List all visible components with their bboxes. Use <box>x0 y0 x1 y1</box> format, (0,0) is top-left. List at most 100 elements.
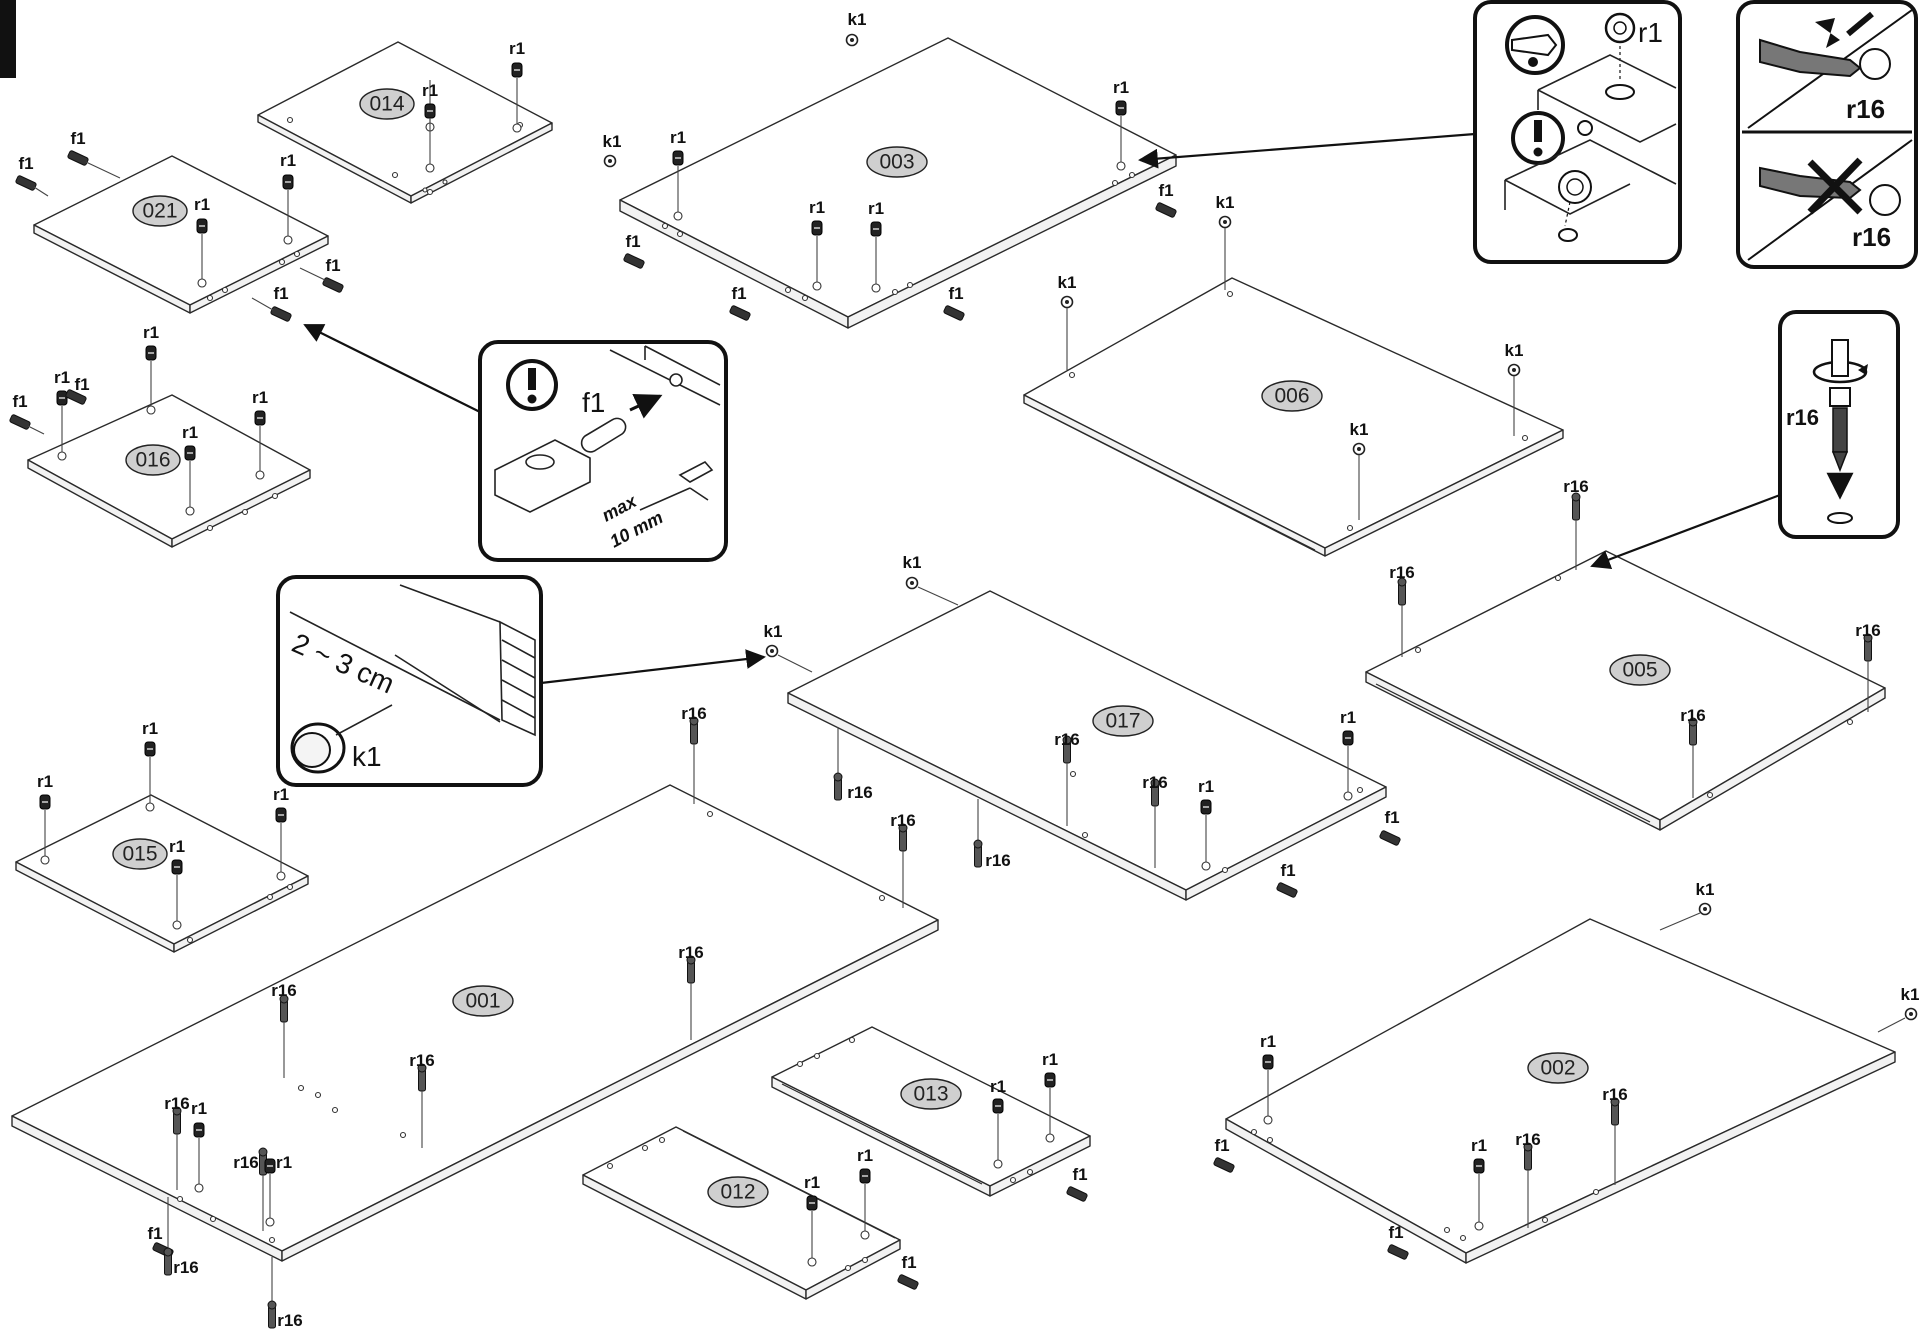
f1-label: f1 <box>273 284 288 303</box>
part-label-021: 021 <box>142 200 177 223</box>
r16-label: r16 <box>1389 563 1415 582</box>
r16-label: r16 <box>1563 477 1589 496</box>
callout-dowel-f1: f1 max 10 mm <box>478 340 728 562</box>
r16-label: r16 <box>678 943 704 962</box>
k1-label: k1 <box>1901 985 1920 1004</box>
r1-label: r1 <box>142 719 158 738</box>
r1-label: r1 <box>1340 708 1356 727</box>
r16-label: r16 <box>985 851 1011 870</box>
hardware-r1 <box>424 62 523 173</box>
part-label-003: 003 <box>879 151 914 174</box>
callout-glide-k1: 2 ~ 3 cm k1 <box>276 575 543 787</box>
panel-013: 013 r1 r1 f1 <box>771 1026 1091 1203</box>
f1-label: f1 <box>1158 181 1173 200</box>
r1-label: r1 <box>670 128 686 147</box>
f1-label: f1 <box>1388 1223 1403 1242</box>
r1-label: r1 <box>857 1146 873 1165</box>
r16-label: r16 <box>173 1258 199 1277</box>
f1-label: f1 <box>147 1224 162 1243</box>
part-label-017: 017 <box>1105 710 1140 733</box>
part-tag-014 <box>359 88 415 120</box>
dowel-hardware-label: f1 <box>582 387 605 418</box>
part-label-016: 016 <box>135 449 170 472</box>
panel-012: 012 r1 r1 f1 <box>582 1126 920 1300</box>
part-tag-003 <box>866 146 928 178</box>
cross-mark-icon <box>1807 157 1863 215</box>
r1-label: r1 <box>422 81 438 100</box>
part-label-014: 014 <box>369 93 404 116</box>
r16-label: r16 <box>1855 621 1881 640</box>
f1-label: f1 <box>1280 861 1295 880</box>
k1-label: k1 <box>603 132 622 151</box>
r1-label: r1 <box>1471 1136 1487 1155</box>
r1-label: r1 <box>1260 1032 1276 1051</box>
f1-label: f1 <box>74 375 89 394</box>
f1-label: f1 <box>18 154 33 173</box>
k1-label: k1 <box>1350 420 1369 439</box>
arrow-icon <box>1590 493 1781 569</box>
part-label-005: 005 <box>1622 659 1657 682</box>
r16-label: r16 <box>890 811 916 830</box>
r1-label: r1 <box>191 1099 207 1118</box>
f1-label: f1 <box>625 232 640 251</box>
part-tag-006 <box>1261 380 1323 412</box>
arrow-icon <box>1138 132 1476 169</box>
callout-orientation-r16: r16 r16 <box>1736 0 1918 269</box>
r16-label: r16 <box>1515 1130 1541 1149</box>
f1-label: f1 <box>1072 1165 1087 1184</box>
f1-label: f1 <box>948 284 963 303</box>
r1-label: r1 <box>276 1153 292 1172</box>
part-tag-021 <box>132 195 188 227</box>
r16-label: r16 <box>681 704 707 723</box>
r1-label: r1 <box>252 388 268 407</box>
r16-label: r16 <box>233 1153 259 1172</box>
callout-cam-r1: r1 <box>1473 0 1682 264</box>
panel-015: 015 r1 r1 r1 r1 <box>15 719 309 953</box>
screw-hardware-label: r16 <box>1786 405 1819 430</box>
r16-label: r16 <box>1054 730 1080 749</box>
glide-hardware-label: k1 <box>352 741 382 772</box>
r1-label: r1 <box>37 772 53 791</box>
arrow-icon <box>540 649 766 685</box>
part-tag-016 <box>125 444 181 476</box>
part-label-013: 013 <box>913 1083 948 1106</box>
f1-label: f1 <box>1214 1136 1229 1155</box>
part-tag-015 <box>112 838 168 870</box>
f1-label: f1 <box>70 129 85 148</box>
r16-label: r16 <box>1142 773 1168 792</box>
panel-006: 006 k1 k1 k1 k1 <box>1023 193 1564 557</box>
cam-hardware-label: r1 <box>1638 17 1663 48</box>
panel-014: 014 r1 r1 <box>257 39 553 204</box>
f1-label: f1 <box>901 1253 916 1272</box>
r16-label: r16 <box>1602 1085 1628 1104</box>
page-corner-mark <box>0 0 16 78</box>
arrow-icon <box>303 324 481 413</box>
k1-label: k1 <box>903 553 922 572</box>
part-tag-002 <box>1527 1052 1589 1084</box>
orientation-top-label: r16 <box>1846 94 1885 124</box>
k1-label: k1 <box>1505 341 1524 360</box>
f1-label: f1 <box>325 256 340 275</box>
part-tag-005 <box>1609 654 1671 686</box>
r1-label: r1 <box>273 785 289 804</box>
k1-label: k1 <box>1216 193 1235 212</box>
part-tag-013 <box>900 1078 962 1110</box>
part-label-012: 012 <box>720 1181 755 1204</box>
r1-label: r1 <box>1042 1050 1058 1069</box>
r1-label: r1 <box>1198 777 1214 796</box>
part-tag-017 <box>1092 705 1154 737</box>
k1-label: k1 <box>848 10 867 29</box>
f1-label: f1 <box>12 392 27 411</box>
r1-label: r1 <box>990 1077 1006 1096</box>
k1-label: k1 <box>764 622 783 641</box>
r16-label: r16 <box>164 1094 190 1113</box>
panel-001: 001 r16 r16 r16 r16 r16 r16 r16 r1 r1 f1… <box>11 704 939 1329</box>
f1-label: f1 <box>1384 808 1399 827</box>
panel-002: 002 k1 k1 r1 r1 r16 r16 f1 f1 <box>1212 880 1920 1264</box>
k1-label: k1 <box>1058 273 1077 292</box>
part-label-015: 015 <box>122 843 157 866</box>
panel-017: 017 k1 k1 r16 r16 r1 r1 r16 r16 f1 f1 <box>764 553 1402 901</box>
r1-label: r1 <box>143 323 159 342</box>
r1-label: r1 <box>280 151 296 170</box>
r16-label: r16 <box>847 783 873 802</box>
